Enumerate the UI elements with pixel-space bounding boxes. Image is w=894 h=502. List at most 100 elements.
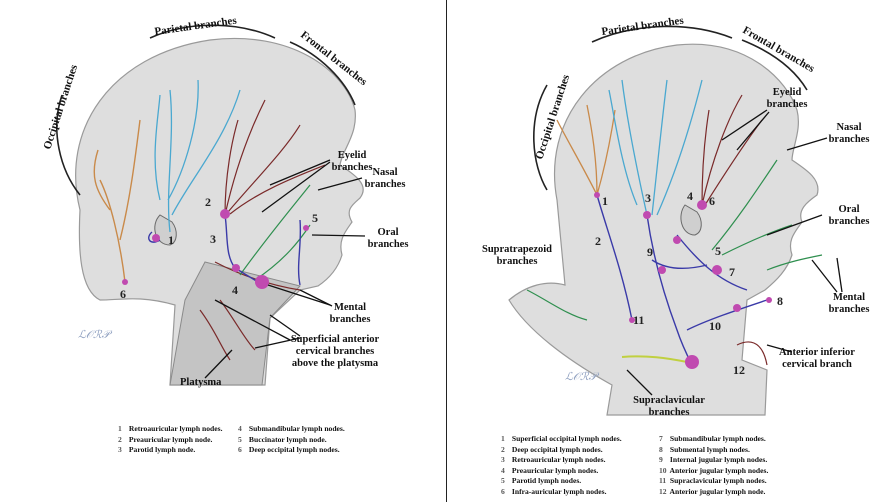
legend-text: Parotid lymph nodes. xyxy=(512,476,581,485)
node-number-5: 5 xyxy=(715,244,721,258)
node-number-9: 9 xyxy=(647,245,653,259)
mental-label-l1: Mental xyxy=(833,292,865,303)
legend-text: Submandibular lymph nodes. xyxy=(249,424,345,433)
legend-text: Superficial occipital lymph nodes. xyxy=(512,434,622,443)
legend-text: Deep occipital lymph nodes. xyxy=(249,445,340,454)
left-legend-col2: 4 Submandibular lymph nodes. 5 Buccinato… xyxy=(238,424,345,456)
legend-row: 5 Parotid lymph nodes. xyxy=(501,476,622,487)
left-panel: Occipital branches Parietal branches Fro… xyxy=(0,0,447,502)
eyelid-label-l2: branches xyxy=(767,99,808,110)
node-number-4: 4 xyxy=(687,189,693,203)
eyelid-label-l2: branches xyxy=(332,162,373,173)
legend-number: 9 xyxy=(659,455,668,466)
legend-row: 6 Deep occipital lymph nodes. xyxy=(238,445,345,456)
legend-row: 3 Parotid lymph node. xyxy=(118,445,223,456)
mental-label: Mentalbranches xyxy=(829,292,870,315)
mental-label-l2: branches xyxy=(829,304,870,315)
node-number-1: 1 xyxy=(168,233,174,247)
legend-number: 5 xyxy=(238,435,247,446)
node-number-3: 3 xyxy=(210,232,216,246)
signature: ℒ𝒪ℛ𝒫 xyxy=(565,370,600,383)
signature: ℒ𝒪ℛ𝒫 xyxy=(78,328,113,341)
legend-text: Preauricular lymph nodes. xyxy=(512,466,598,475)
left-legend-col1: 1 Retroauricular lymph nodes. 2 Preauric… xyxy=(118,424,223,456)
oral-label-l2: branches xyxy=(829,216,870,227)
legend-text: Submental lymph nodes. xyxy=(670,445,750,454)
legend-row: 5 Buccinator lymph node. xyxy=(238,435,345,446)
node-number-7: 7 xyxy=(729,265,735,279)
legend-number: 11 xyxy=(659,476,668,487)
legend-number: 6 xyxy=(501,487,510,498)
legend-row: 2 Deep occipital lymph nodes. xyxy=(501,445,622,456)
eyelid-label-l1: Eyelid xyxy=(773,87,802,98)
parietal-label: Parietal branches xyxy=(154,14,238,38)
legend-number: 1 xyxy=(118,424,127,435)
right-legend-col1: 1 Superficial occipital lymph nodes. 2 D… xyxy=(501,434,622,498)
mental-label-l2: branches xyxy=(330,314,371,325)
platysma-label: Platysma xyxy=(180,377,222,388)
node-number-8: 8 xyxy=(777,294,783,308)
nasal-label-l1: Nasal xyxy=(836,122,861,133)
nasal-label-l1: Nasal xyxy=(372,167,397,178)
legend-row: 3 Retroauricular lymph nodes. xyxy=(501,455,622,466)
anterior-inferior-label-l2: cervical branch xyxy=(782,359,852,370)
legend-number: 2 xyxy=(501,445,510,456)
legend-number: 3 xyxy=(118,445,127,456)
node-number-6: 6 xyxy=(709,194,715,208)
right-diagram: Occipital branches Parietal branches Fro… xyxy=(447,0,894,502)
supraclavicular-label-l2: branches xyxy=(649,407,690,418)
parietal-label: Parietal branches xyxy=(601,14,685,38)
legend-number: 5 xyxy=(501,476,510,487)
left-diagram: Occipital branches Parietal branches Fro… xyxy=(0,0,446,502)
node-number-5: 5 xyxy=(312,211,318,225)
occipital-label: Occipital branches xyxy=(41,63,80,151)
legend-text: Infra-auricular lymph nodes. xyxy=(512,487,607,496)
node-number-11: 11 xyxy=(633,313,644,327)
legend-number: 3 xyxy=(501,455,510,466)
node-number-2: 2 xyxy=(205,195,211,209)
legend-text: Preauricular lymph node. xyxy=(129,435,212,444)
node-number-12: 12 xyxy=(733,363,745,377)
legend-number: 4 xyxy=(238,424,247,435)
legend-text: Internal jugular lymph nodes. xyxy=(670,455,767,464)
legend-text: Anterior jugular lymph nodes. xyxy=(669,466,768,475)
supraclavicular-label-l1: Supraclavicular xyxy=(633,395,705,406)
superficial-label-l3: above the platysma xyxy=(292,358,379,369)
node-number-2: 2 xyxy=(595,234,601,248)
oral-label-l1: Oral xyxy=(378,227,399,238)
legend-number: 6 xyxy=(238,445,247,456)
legend-text: Retroauricular lymph nodes. xyxy=(129,424,223,433)
legend-row: 6 Infra-auricular lymph nodes. xyxy=(501,487,622,498)
nasal-label-l2: branches xyxy=(829,134,870,145)
legend-row: 7 Submandibular lymph nodes. xyxy=(659,434,768,445)
eyelid-label-l1: Eyelid xyxy=(338,150,367,161)
nasal-label-l2: branches xyxy=(365,179,406,190)
oral-label-l2: branches xyxy=(368,239,409,250)
supratrapezoid-label-l2: branches xyxy=(497,256,538,267)
legend-row: 1 Retroauricular lymph nodes. xyxy=(118,424,223,435)
legend-text: Submandibular lymph nodes. xyxy=(670,434,766,443)
legend-row: 1 Superficial occipital lymph nodes. xyxy=(501,434,622,445)
supratrapezoid-label-l1: Supratrapezoid xyxy=(482,244,552,255)
legend-text: Supraclavicular lymph nodes. xyxy=(670,476,767,485)
legend-number: 7 xyxy=(659,434,668,445)
legend-text: Deep occipital lymph nodes. xyxy=(512,445,603,454)
node-number-6: 6 xyxy=(120,287,126,301)
legend-number: 10 xyxy=(659,466,668,477)
legend-number: 12 xyxy=(659,487,668,498)
legend-row: 4 Submandibular lymph nodes. xyxy=(238,424,345,435)
legend-row: 12 Anterior jugular lymph node. xyxy=(659,487,768,498)
legend-row: 2 Preauricular lymph node. xyxy=(118,435,223,446)
legend-text: Parotid lymph node. xyxy=(129,445,195,454)
legend-number: 1 xyxy=(501,434,510,445)
legend-number: 8 xyxy=(659,445,668,456)
node-number-1: 1 xyxy=(602,194,608,208)
oral-label-l1: Oral xyxy=(839,204,860,215)
